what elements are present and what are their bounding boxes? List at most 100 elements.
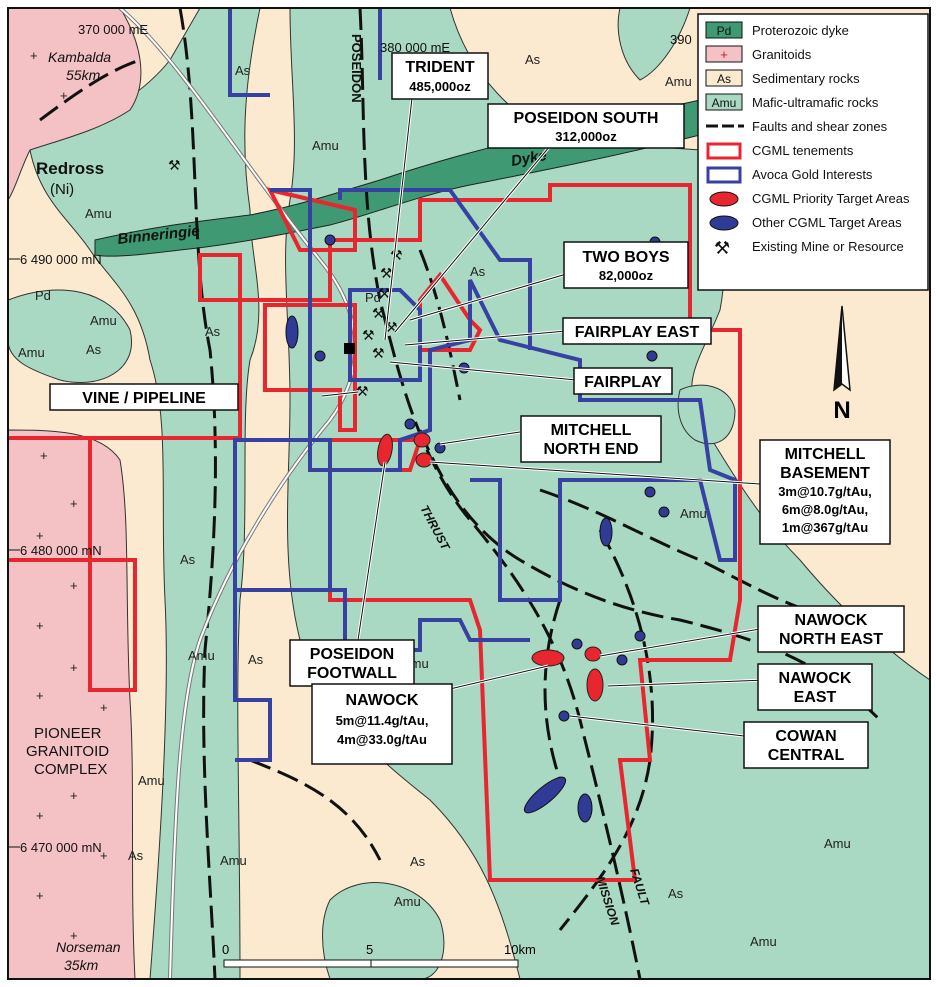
mine-icon: ⚒ bbox=[168, 157, 181, 173]
svg-text:As: As bbox=[525, 52, 541, 67]
north-label: N bbox=[833, 397, 850, 424]
svg-text:+: + bbox=[36, 688, 44, 703]
svg-text:As: As bbox=[717, 72, 731, 86]
svg-text:FAIRPLAY EAST: FAIRPLAY EAST bbox=[575, 324, 700, 341]
cgml-tenements bbox=[8, 183, 742, 882]
svg-text:+: + bbox=[30, 48, 38, 63]
svg-text:+: + bbox=[70, 660, 78, 675]
svg-text:Amu: Amu bbox=[220, 853, 247, 868]
svg-text:+: + bbox=[100, 848, 108, 863]
callout-nawock-east: NAWOCK EAST bbox=[757, 663, 873, 711]
svg-text:NAWOCK: NAWOCK bbox=[346, 692, 419, 709]
svg-text:4m@33.0g/tAu: 4m@33.0g/tAu bbox=[337, 732, 427, 747]
svg-text:55km: 55km bbox=[66, 67, 101, 83]
svg-text:82,000oz: 82,000oz bbox=[599, 268, 654, 283]
scale-bar: 0 5 10km bbox=[222, 942, 536, 968]
grid-label-n6470: 6 470 000 mN bbox=[20, 840, 102, 855]
svg-text:Pd: Pd bbox=[35, 288, 51, 303]
svg-text:FAIRPLAY: FAIRPLAY bbox=[584, 374, 662, 391]
svg-text:GRANITOID: GRANITOID bbox=[26, 743, 109, 760]
mine-icon: ⚒ bbox=[372, 305, 385, 321]
callout-vine-pipeline: VINE / PIPELINE bbox=[49, 383, 239, 411]
svg-text:COMPLEX: COMPLEX bbox=[34, 761, 107, 778]
legend-granitoid: Granitoids bbox=[752, 47, 812, 62]
svg-text:Kambalda: Kambalda bbox=[48, 49, 111, 65]
svg-text:Amu: Amu bbox=[712, 96, 737, 110]
callout-fairplay: FAIRPLAY bbox=[573, 367, 673, 395]
svg-text:485,000oz: 485,000oz bbox=[409, 79, 471, 94]
svg-text:+: + bbox=[720, 47, 728, 62]
svg-text:+: + bbox=[40, 448, 48, 463]
legend-faults: Faults and shear zones bbox=[752, 119, 888, 134]
svg-text:1m@367g/tAu: 1m@367g/tAu bbox=[782, 520, 868, 535]
grid-label-n6480: 6 480 000 mN bbox=[20, 543, 102, 558]
svg-text:NAWOCK: NAWOCK bbox=[795, 612, 868, 629]
svg-text:As: As bbox=[128, 848, 144, 863]
callout-fairplay-east: FAIRPLAY EAST bbox=[562, 317, 712, 345]
legend-dyke: Proterozoic dyke bbox=[752, 23, 849, 38]
svg-text:Redross: Redross bbox=[36, 159, 104, 178]
svg-text:35km: 35km bbox=[64, 957, 99, 973]
mine-symbols: ⚒ ⚒ ⚒ ⚒ ⚒ ⚒ ⚒ ⚒ ⚒ bbox=[168, 157, 403, 399]
svg-text:Amu: Amu bbox=[680, 506, 707, 521]
svg-text:MITCHELL: MITCHELL bbox=[551, 422, 632, 439]
svg-text:FOOTWALL: FOOTWALL bbox=[307, 665, 397, 682]
mine-icon: ⚒ bbox=[356, 383, 369, 399]
svg-text:POSEIDON: POSEIDON bbox=[349, 34, 364, 103]
svg-text:NORTH END: NORTH END bbox=[543, 441, 638, 458]
svg-text:+: + bbox=[36, 528, 44, 543]
grid-ticks bbox=[8, 258, 20, 848]
svg-text:5m@11.4g/tAu,: 5m@11.4g/tAu, bbox=[336, 713, 429, 728]
svg-text:Dyke: Dyke bbox=[510, 147, 548, 170]
road-inner bbox=[119, 8, 356, 979]
grid-labels: 370 000 mE 380 000 mE 390 6 490 000 mN 6… bbox=[20, 22, 692, 855]
svg-text:As: As bbox=[86, 342, 102, 357]
svg-text:MITCHELL: MITCHELL bbox=[785, 446, 866, 463]
svg-text:As: As bbox=[235, 63, 251, 78]
svg-text:VINE / PIPELINE: VINE / PIPELINE bbox=[82, 390, 206, 407]
svg-text:PIONEER: PIONEER bbox=[34, 725, 102, 742]
svg-text:NORTH EAST: NORTH EAST bbox=[779, 631, 883, 648]
svg-text:5: 5 bbox=[366, 942, 373, 957]
svg-text:312,000oz: 312,000oz bbox=[555, 129, 617, 144]
svg-text:(Ni): (Ni) bbox=[50, 181, 74, 198]
other-target-areas bbox=[285, 234, 670, 823]
svg-text:Amu: Amu bbox=[750, 934, 777, 949]
legend-cgml: CGML tenements bbox=[752, 143, 854, 158]
svg-text:+: + bbox=[70, 496, 78, 511]
place-labels: Kambalda 55km Redross (Ni) Norseman 35km… bbox=[26, 34, 653, 973]
svg-text:Amu: Amu bbox=[665, 74, 692, 89]
legend-mafic: Mafic-ultramafic rocks bbox=[752, 95, 879, 110]
svg-text:As: As bbox=[248, 652, 264, 667]
svg-text:+: + bbox=[70, 788, 78, 803]
svg-text:+: + bbox=[36, 618, 44, 633]
callout-mitchell-basement: MITCHELL BASEMENT 3m@10.7g/tAu, 6m@8.0g/… bbox=[759, 439, 891, 545]
avoca-gold-interests bbox=[228, 8, 737, 762]
svg-text:6m@8.0g/tAu,: 6m@8.0g/tAu, bbox=[782, 502, 868, 517]
svg-text:Amu: Amu bbox=[312, 138, 339, 153]
grid-label-e390: 390 bbox=[670, 32, 692, 47]
svg-text:10km: 10km bbox=[504, 942, 536, 957]
legend-sediment: Sedimentary rocks bbox=[752, 71, 860, 86]
legend: Pd Proterozoic dyke + Granitoids As Sedi… bbox=[697, 13, 929, 291]
svg-text:As: As bbox=[180, 552, 196, 567]
granitoid-north bbox=[8, 8, 142, 201]
callout-cowan-central: COWAN CENTRAL bbox=[743, 721, 869, 769]
legend-priority: CGML Priority Target Areas bbox=[752, 191, 910, 206]
svg-text:As: As bbox=[410, 854, 426, 869]
svg-text:As: As bbox=[205, 324, 221, 339]
mine-icon: ⚒ bbox=[362, 327, 375, 343]
svg-text:Amu: Amu bbox=[85, 206, 112, 221]
svg-text:Pd: Pd bbox=[717, 24, 732, 38]
callout-mitchell-north-end: MITCHELL NORTH END bbox=[520, 415, 662, 463]
mine-icon: ⚒ bbox=[372, 345, 385, 361]
svg-text:+: + bbox=[36, 888, 44, 903]
svg-text:As: As bbox=[470, 264, 486, 279]
mine-icon: ⚒ bbox=[380, 265, 393, 281]
mine-legend-icon: ⚒ bbox=[714, 238, 730, 258]
svg-text:+: + bbox=[70, 928, 78, 943]
legend-avoca: Avoca Gold Interests bbox=[752, 167, 873, 182]
callout-nawock-north-east: NAWOCK NORTH EAST bbox=[757, 605, 905, 653]
mine-icon: ⚒ bbox=[378, 285, 391, 301]
